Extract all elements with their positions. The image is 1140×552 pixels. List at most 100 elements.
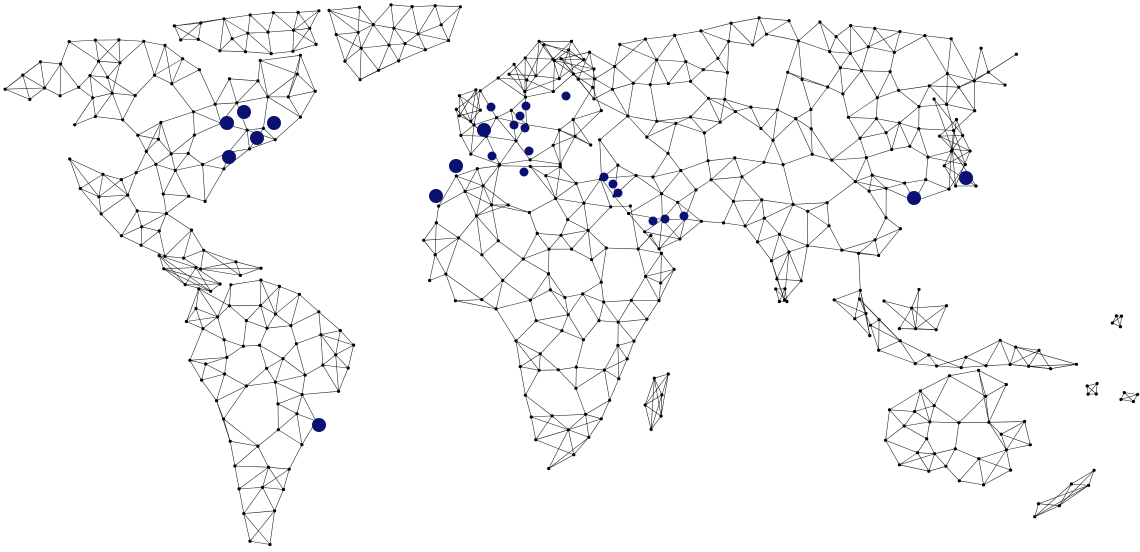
mesh-edge (1059, 470, 1095, 506)
mesh-edge (660, 373, 669, 417)
location-marker-europe[interactable] (521, 101, 531, 111)
mesh-node (709, 178, 713, 182)
location-marker-north-america[interactable] (237, 105, 251, 119)
mesh-edge (275, 381, 303, 395)
mesh-edge (766, 20, 790, 35)
mesh-node (649, 427, 653, 431)
mesh-edge (1088, 470, 1095, 486)
mesh-edge (275, 374, 306, 383)
location-marker-south-america[interactable] (312, 418, 326, 432)
location-marker-middle-east[interactable] (599, 172, 609, 182)
location-marker-europe[interactable] (509, 120, 519, 130)
location-marker-europe[interactable] (520, 123, 530, 133)
mesh-node (1003, 83, 1007, 87)
location-marker-europe[interactable] (561, 91, 571, 101)
mesh-edge (929, 85, 959, 88)
mesh-edge (1001, 433, 1031, 446)
mesh-edge (194, 122, 222, 136)
mesh-edge (434, 5, 442, 25)
mesh-edge (531, 416, 537, 440)
mesh-node (163, 254, 167, 258)
location-marker-europe[interactable] (449, 159, 463, 173)
mesh-node (942, 164, 946, 168)
location-marker-asia[interactable] (959, 171, 973, 185)
mesh-edge (978, 458, 984, 485)
mesh-edge (525, 97, 527, 125)
mesh-node (648, 83, 652, 87)
location-marker-north-america[interactable] (220, 116, 234, 130)
mesh-edge (917, 452, 935, 454)
location-marker-middle-east[interactable] (608, 179, 618, 189)
location-marker-africa[interactable] (429, 189, 443, 203)
mesh-edge (535, 41, 540, 76)
mesh-edge (495, 308, 517, 342)
mesh-edge (183, 257, 201, 270)
mesh-edge (591, 247, 607, 260)
mesh-node (273, 380, 277, 384)
mesh-edge (297, 73, 316, 92)
mesh-edge (928, 453, 935, 472)
mesh-edge (559, 129, 561, 165)
mesh-edge (536, 233, 550, 250)
mesh-node (490, 203, 494, 207)
mesh-node (957, 85, 961, 89)
mesh-edge (554, 60, 595, 70)
mesh-node (762, 216, 766, 220)
mesh-node (121, 118, 125, 122)
mesh-edge (723, 222, 746, 227)
mesh-edge (260, 286, 280, 306)
mesh-edge (567, 293, 583, 315)
mesh-node (957, 421, 961, 425)
location-marker-europe[interactable] (515, 111, 525, 121)
mesh-edge (460, 135, 472, 155)
mesh-node (632, 339, 636, 343)
location-marker-middle-east[interactable] (613, 188, 623, 198)
location-marker-middle-east[interactable] (679, 211, 689, 221)
mesh-edge (278, 413, 298, 430)
mesh-edge (438, 175, 457, 207)
mesh-node (214, 399, 219, 403)
mesh-node (321, 363, 325, 367)
mesh-edge (288, 444, 303, 470)
mesh-edge (807, 211, 830, 227)
location-marker-north-america[interactable] (250, 131, 264, 145)
mesh-edge (78, 75, 91, 88)
mesh-node (535, 231, 539, 235)
mesh-node (297, 292, 301, 296)
mesh-edge (498, 165, 531, 167)
mesh-edge (723, 201, 734, 224)
mesh-node (599, 417, 603, 421)
mesh-edge (80, 188, 102, 215)
mesh-node (759, 126, 763, 131)
mesh-node (826, 85, 830, 89)
mesh-node (599, 280, 603, 284)
location-marker-europe[interactable] (487, 151, 497, 161)
location-marker-europe[interactable] (519, 167, 529, 177)
mesh-edge (338, 367, 349, 392)
mesh-edge (186, 316, 218, 322)
location-marker-asia[interactable] (907, 191, 921, 205)
location-marker-middle-east[interactable] (660, 214, 670, 224)
mesh-edge (102, 174, 122, 180)
mesh-edge (889, 52, 895, 72)
mesh-edge (297, 12, 310, 29)
location-marker-north-america[interactable] (267, 116, 281, 130)
mesh-node (645, 317, 649, 321)
location-marker-middle-east[interactable] (648, 216, 658, 226)
mesh-edge (214, 104, 222, 124)
mesh-edge (703, 58, 719, 70)
mesh-edge (229, 441, 236, 467)
mesh-edge (652, 170, 681, 178)
mesh-edge (925, 157, 929, 180)
mesh-edge (831, 157, 867, 161)
location-marker-europe[interactable] (524, 146, 534, 156)
mesh-edge (934, 453, 947, 467)
mesh-edge (92, 97, 96, 117)
mesh-edge (904, 179, 926, 184)
location-marker-north-america[interactable] (222, 150, 236, 164)
location-marker-europe[interactable] (486, 102, 496, 112)
mesh-node (953, 447, 957, 451)
mesh-edge (854, 313, 867, 319)
location-marker-europe[interactable] (477, 123, 491, 137)
mesh-edge (1015, 346, 1077, 365)
